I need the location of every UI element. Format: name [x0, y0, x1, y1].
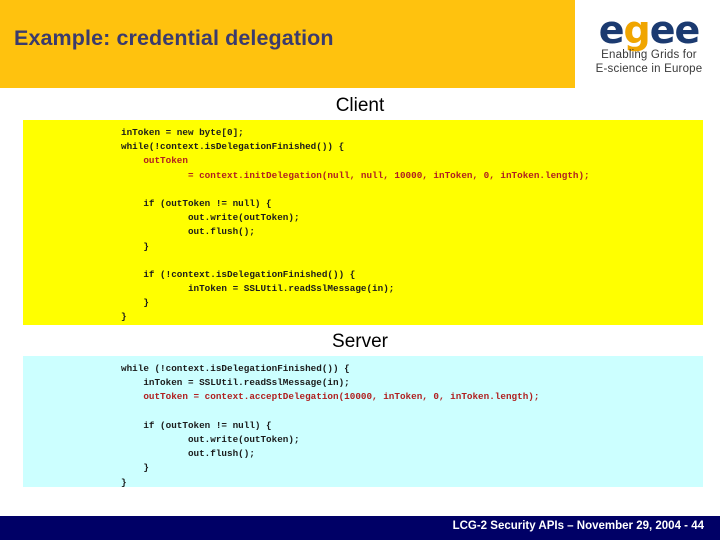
code-line: while (!context.isDelegationFinished()) … — [121, 363, 350, 374]
footer-text: LCG-2 Security APIs – November 29, 2004 … — [452, 520, 704, 532]
page-title: Example: credential delegation — [14, 26, 334, 50]
code-line: inToken = SSLUtil.readSslMessage(in); — [121, 377, 350, 389]
code-line: } — [121, 476, 127, 488]
client-code-panel: inToken = new byte[0]; while(!context.isD… — [23, 120, 703, 325]
logo-letter-g: g — [623, 8, 651, 52]
code-line: out.flush(); — [121, 226, 255, 238]
server-section-label: Server — [332, 331, 388, 352]
code-line: if (outToken != null) { — [121, 197, 272, 209]
code-line: inToken = new byte[0]; — [121, 127, 244, 138]
code-line: outToken — [121, 155, 188, 167]
logo-letter-e2: e — [649, 8, 676, 52]
code-line: = context.initDelegation(null, null, 100… — [121, 169, 590, 181]
code-line — [23, 254, 703, 268]
footer-bar — [0, 516, 720, 540]
header-band — [0, 0, 575, 88]
client-section-label: Client — [335, 95, 385, 116]
code-line: inToken = SSLUtil.readSslMessage(in); — [121, 283, 395, 295]
server-code-panel: while (!context.isDelegationFinished()) … — [23, 356, 703, 487]
egee-tagline-line2: E-science in Europe — [595, 62, 703, 75]
egee-logo: egee Enabling Grids for E-science in Eur… — [578, 0, 720, 88]
code-line: outToken = context.acceptDelegation(1000… — [121, 391, 540, 403]
code-line: out.flush(); — [121, 448, 255, 460]
logo-letter-e1: e — [598, 8, 625, 52]
code-line: } — [121, 311, 127, 323]
code-line: } — [121, 462, 149, 474]
egee-tagline-line1: Enabling Grids for — [601, 49, 697, 61]
code-line: while(!context.isDelegationFinished()) { — [121, 141, 345, 153]
code-line: if (outToken != null) { — [121, 419, 272, 431]
code-line: out.write(outToken); — [121, 433, 300, 445]
code-line: if (!context.isDelegationFinished()) { — [121, 268, 356, 280]
code-line: out.write(outToken); — [121, 212, 300, 224]
egee-tagline: Enabling Grids for E-science in Europe — [578, 49, 720, 76]
code-line — [23, 405, 703, 419]
logo-letter-e3: e — [674, 8, 700, 52]
code-line: } — [121, 297, 149, 309]
code-line: } — [121, 240, 149, 252]
egee-wordmark: egee — [578, 11, 720, 49]
code-line — [23, 183, 703, 197]
